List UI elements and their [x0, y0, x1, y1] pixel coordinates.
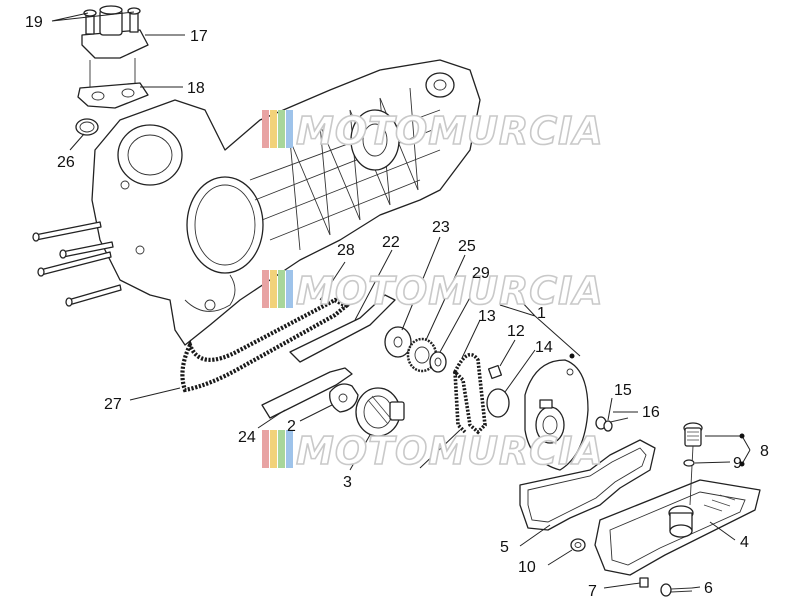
o-ring-9	[683, 459, 695, 467]
callout-labels: 19 17 18 26 28 22 23 25 29 13 1 12 14 27…	[25, 14, 769, 600]
callout-20: 22	[382, 234, 400, 251]
callout-22: 23	[432, 219, 450, 236]
timing-chain-26	[180, 297, 350, 393]
pump-gasket-2	[329, 383, 359, 413]
washer-16	[603, 420, 613, 432]
callout-9: 9	[733, 455, 742, 472]
callout-1: 1	[537, 305, 546, 322]
callout-8: 8	[760, 443, 769, 460]
washer-29	[429, 351, 447, 373]
oil-pump-3	[355, 387, 405, 437]
o-ring-14	[486, 388, 510, 418]
drain-plug-10	[570, 538, 586, 552]
crankcase	[91, 59, 481, 346]
oil-sump-4	[594, 479, 761, 576]
dipstick-8	[683, 422, 703, 506]
callout-29: 29	[472, 265, 490, 282]
watermark-text: MOTOMURCIA	[296, 269, 604, 313]
o-ring-25	[75, 118, 99, 136]
washer-22	[384, 326, 412, 358]
gasket-18	[77, 82, 149, 109]
callout-3: 3	[343, 474, 352, 491]
callout-10: 10	[518, 559, 536, 576]
callout-26: 27	[104, 396, 122, 413]
sump-gasket-5	[519, 439, 656, 531]
leader-lines	[51, 11, 751, 589]
callout-5: 5	[500, 539, 509, 556]
watermark-middle: MOTOMURCIA	[262, 268, 604, 314]
callout-16: 15	[614, 382, 632, 399]
callout-2: 2	[287, 418, 296, 435]
chain-guide-20	[289, 294, 396, 363]
callout-13: 13	[478, 308, 496, 325]
callout-15: 16	[642, 404, 660, 421]
key-12	[487, 364, 503, 380]
callout-17: 17	[190, 28, 208, 45]
watermark-bottom: MOTOMURCIA	[262, 428, 604, 474]
callout-27: 28	[337, 242, 355, 259]
callout-4: 4	[740, 534, 749, 551]
oil-pump-chain-28	[452, 352, 487, 435]
callout-14: 14	[535, 339, 553, 356]
callout-7: 7	[588, 583, 597, 600]
chain-tensioner-assembly	[75, 5, 149, 136]
pump-cover-1	[524, 359, 589, 471]
watermark-text: MOTOMURCIA	[296, 109, 604, 153]
callout-23: 24	[238, 429, 256, 446]
callout-25: 26	[57, 154, 75, 171]
callout-19: 19	[25, 14, 43, 31]
chain-slider-23	[261, 367, 353, 419]
callout-6: 6	[704, 580, 713, 597]
callout-24: 25	[458, 238, 476, 255]
callout-12: 12	[507, 323, 525, 340]
cylinder-studs	[32, 221, 122, 307]
bolt-6	[660, 583, 693, 597]
callout-18: 18	[187, 80, 205, 97]
watermark-text: MOTOMURCIA	[296, 429, 604, 473]
washer-7	[639, 577, 649, 588]
watermark-top: MOTOMURCIA	[262, 108, 604, 154]
